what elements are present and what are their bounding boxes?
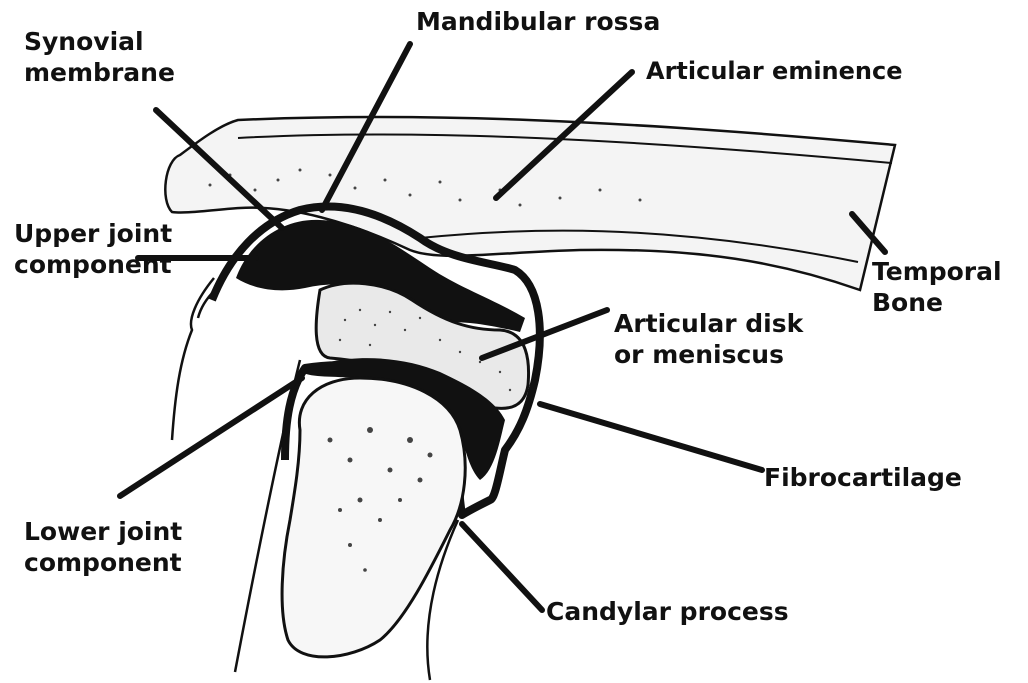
label-synovial-membrane-line2: membrane: [24, 57, 175, 88]
leader-condylar-process: [462, 524, 542, 610]
label-mandibular-fossa: Mandibular rossa: [416, 6, 660, 37]
label-upper-joint-line2: component: [14, 249, 172, 280]
label-mandibular-fossa-text: Mandibular rossa: [416, 6, 660, 37]
label-fibrocartilage: Fibrocartilage: [764, 462, 962, 493]
label-upper-joint-component: Upper joint component: [14, 218, 172, 280]
label-temporal-bone-line2: Bone: [872, 287, 1002, 318]
mandible-outline: [172, 278, 215, 440]
label-articular-eminence-text: Articular eminence: [646, 56, 903, 87]
label-synovial-membrane: Synovial membrane: [24, 26, 175, 88]
label-condylar-process-text: Candylar process: [546, 596, 789, 627]
label-lower-joint-line2: component: [24, 547, 182, 578]
label-lower-joint-component: Lower joint component: [24, 516, 182, 578]
label-articular-disk-line1: Articular disk: [614, 308, 803, 339]
condylar-head: [282, 378, 465, 657]
label-fibrocartilage-text: Fibrocartilage: [764, 462, 962, 493]
label-lower-joint-line1: Lower joint: [24, 516, 182, 547]
label-temporal-bone: Temporal Bone: [872, 256, 1002, 318]
label-articular-disk: Articular disk or meniscus: [614, 308, 803, 370]
leader-fibrocartilage: [540, 404, 762, 470]
label-condylar-process: Candylar process: [546, 596, 789, 627]
leader-lower-joint-component: [120, 378, 302, 496]
label-synovial-membrane-line1: Synovial: [24, 26, 175, 57]
label-upper-joint-line1: Upper joint: [14, 218, 172, 249]
label-temporal-bone-line1: Temporal: [872, 256, 1002, 287]
label-articular-eminence: Articular eminence: [646, 56, 903, 87]
label-articular-disk-line2: or meniscus: [614, 339, 803, 370]
